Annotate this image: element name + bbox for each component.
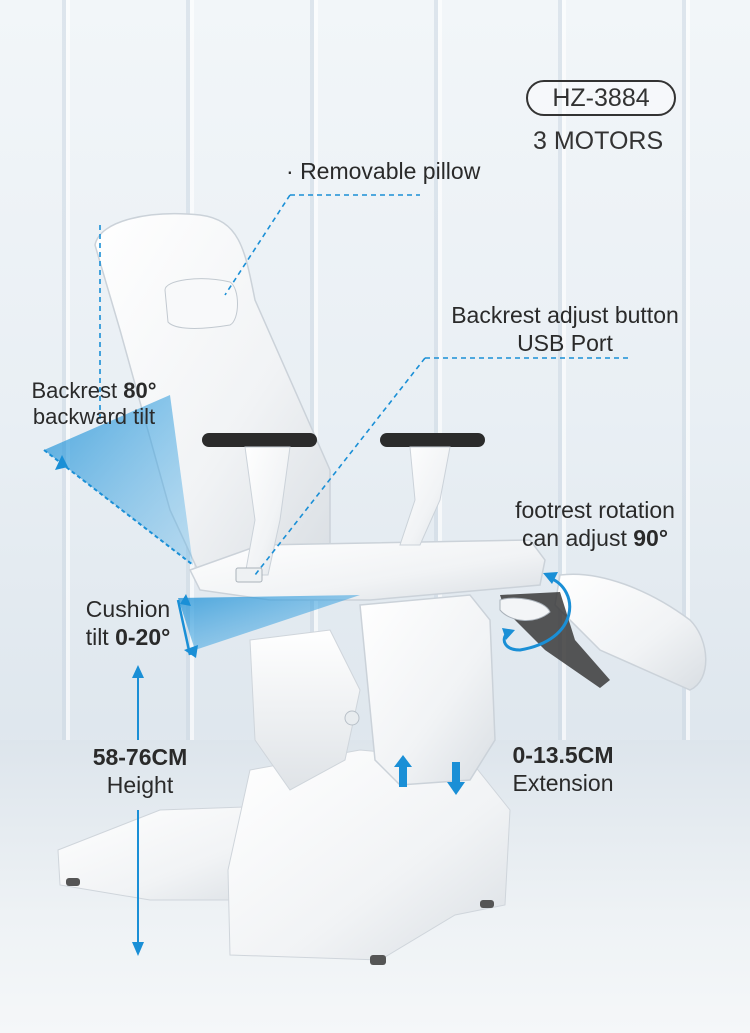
usb-port-panel	[235, 567, 263, 583]
backrest-button-callout: Backrest adjust button USB Port	[430, 302, 700, 357]
footrest-line1: footrest rotation	[515, 497, 675, 523]
height-value: 58-76CM	[92, 744, 188, 770]
cushion-tilt-indicator	[178, 595, 360, 650]
chair-column	[249, 629, 361, 791]
extension-label: Extension	[512, 769, 614, 796]
cushion-line2-prefix: tilt	[85, 623, 109, 650]
backrest-tilt-prefix: Backrest	[31, 378, 118, 403]
extension-arrows	[394, 755, 465, 795]
height-label: Height	[106, 771, 174, 798]
pillow-callout-text: Removable pillow	[300, 158, 481, 184]
chair-seat	[188, 539, 546, 601]
bullet-dot: ·	[286, 158, 301, 184]
chair-leg-section	[359, 594, 496, 786]
chair-base	[57, 749, 511, 965]
backrest-tilt-callout: Backrest 80° backward tilt	[14, 378, 174, 431]
cushion-line2-value: 0-20°	[115, 623, 171, 650]
backrest-button-line1: Backrest adjust button	[451, 302, 679, 328]
footrest-line2-value: 90°	[633, 524, 669, 551]
footrest-rotation-arrow	[502, 576, 572, 652]
leader-lines	[99, 194, 632, 576]
cushion-tilt-callout: Cushion tilt 0-20°	[72, 596, 184, 651]
backrest-tilt-indicator	[44, 395, 193, 565]
backrest-tilt-line2: backward tilt	[32, 404, 156, 430]
extension-value: 0-13.5CM	[512, 742, 614, 768]
height-callout: 58-76CM Height	[78, 744, 202, 799]
motors-label: 3 MOTORS	[533, 127, 664, 155]
pillow	[164, 278, 238, 329]
extension-callout: 0-13.5CM Extension	[500, 742, 626, 797]
model-badge: HZ-3884	[526, 80, 676, 116]
cushion-line1: Cushion	[85, 596, 171, 622]
footrest-line2-prefix: can adjust	[521, 524, 627, 551]
backrest-tilt-value: 80°	[123, 378, 157, 403]
usb-port-line: USB Port	[517, 329, 613, 356]
footrest	[499, 573, 707, 691]
height-arrow	[132, 665, 144, 956]
pillow-callout: · Removable pillow	[286, 158, 480, 186]
footrest-callout: footrest rotation can adjust 90°	[495, 497, 695, 552]
armrests	[202, 433, 485, 583]
